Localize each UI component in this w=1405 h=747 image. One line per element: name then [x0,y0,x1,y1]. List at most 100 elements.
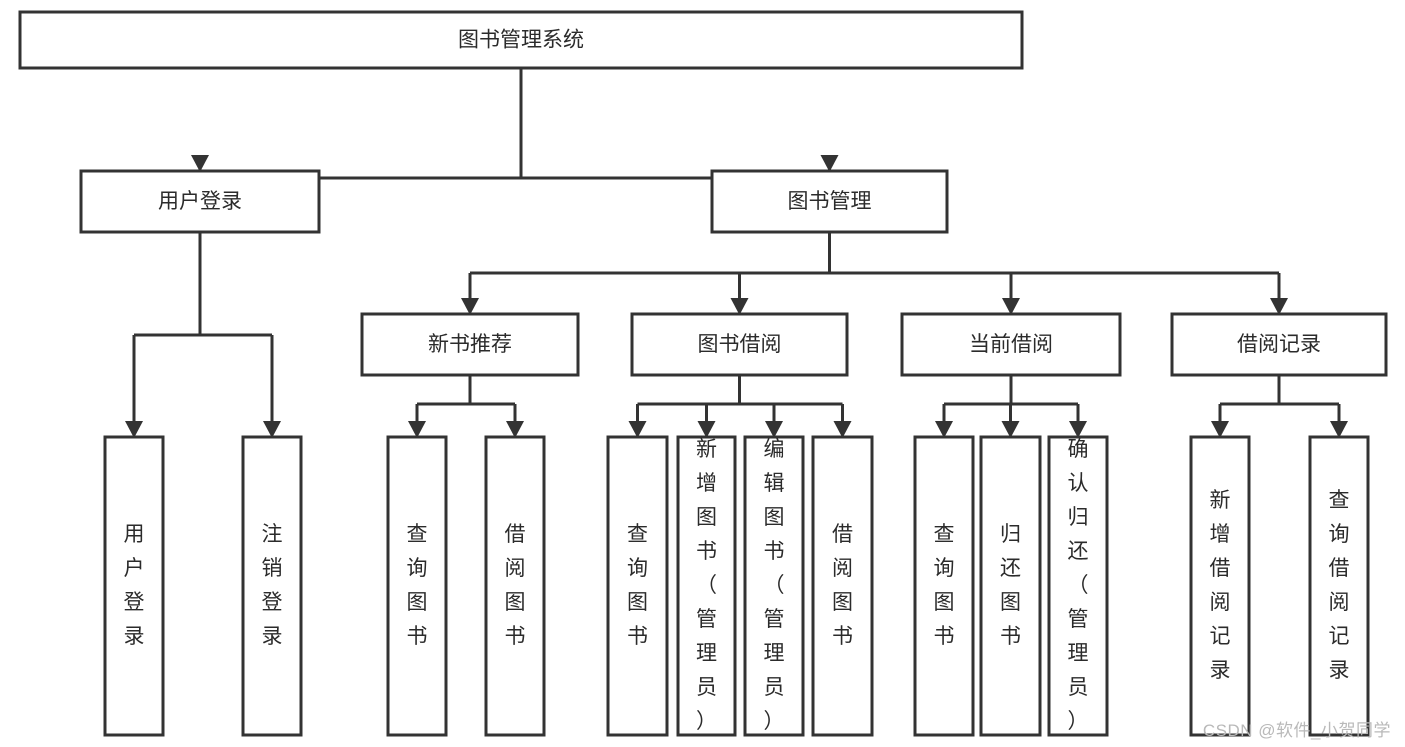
node-label-char: 确 [1068,438,1089,461]
arrow-head-icon [833,421,852,438]
node-label-char: 录 [262,625,283,648]
node-label: 新书推荐 [428,333,512,356]
node-label: 图书管理 [788,190,872,213]
arrow-head-icon [1270,298,1288,315]
node-box [386,435,448,737]
node-label-char: 用 [124,523,145,546]
arrow-head-icon [461,298,479,315]
node-label-char: 阅 [832,557,853,580]
node-label-char: 登 [262,591,283,614]
node-label-char: 图 [934,591,955,614]
arrow-head-icon [1211,421,1229,438]
node-label-char: 借 [1329,557,1350,580]
node-leaf-user-login[interactable]: 用户登录 [103,435,165,737]
node-label-char: 书 [407,625,428,648]
node-label-char: 图 [1000,591,1021,614]
node-label-char: 询 [407,557,428,580]
node-label: 图书管理系统 [458,29,584,52]
node-label-char: 查 [934,523,955,546]
node-box [630,312,849,377]
arrow-head-icon [765,421,783,438]
node-label-char: 询 [627,557,648,580]
node-label-char: 还 [1068,540,1089,563]
node-label-char: 阅 [1329,591,1350,614]
node-box [913,435,975,737]
node-l3-new-book[interactable]: 新书推荐 [360,312,580,377]
node-box [360,312,580,377]
node-label-char: 图 [764,506,785,529]
node-label-char: （ [696,574,717,597]
node-box [900,312,1122,377]
arrow-head-icon [125,421,143,438]
node-label-char: 书 [696,540,717,563]
node-box [18,10,1024,70]
node-label-char: 记 [1329,625,1350,648]
node-label-char: 查 [407,523,428,546]
node-label-char: 书 [627,625,648,648]
node-box [79,169,321,234]
arrow-head-icon [697,421,716,438]
node-label-char: 管 [1068,608,1089,631]
node-box [1189,435,1251,737]
node-l3-record[interactable]: 借阅记录 [1170,312,1388,377]
node-label-char: 图 [832,591,853,614]
node-label-char: 管 [764,608,785,631]
node-label-char: 理 [1068,642,1089,665]
node-l2-user-login[interactable]: 用户登录 [79,169,321,234]
node-label: 借阅记录 [1237,333,1321,356]
watermark-text: CSDN @软件_小贺同学 [1202,721,1391,740]
node-label-char: 询 [1329,523,1350,546]
node-box [1047,435,1109,737]
node-label-char: 书 [832,625,853,648]
node-label-char: 图 [505,591,526,614]
node-label: 用户登录 [158,190,242,213]
node-label-char: 销 [262,557,283,580]
arrow-head-icon [191,155,209,172]
arrow-head-icon [820,155,839,172]
node-label-char: 员 [764,676,785,699]
arrow-head-icon [1069,421,1087,438]
node-l3-current[interactable]: 当前借阅 [900,312,1122,377]
node-label-char: 归 [1068,506,1089,529]
node-label-char: 书 [505,625,526,648]
node-label-char: 阅 [505,557,526,580]
node-label-char: 阅 [1210,591,1231,614]
node-l3-borrow[interactable]: 图书借阅 [630,312,849,377]
node-label-char: 图 [407,591,428,614]
node-label-char: （ [764,574,785,597]
node-box [743,435,805,737]
node-label-char: 询 [934,557,955,580]
node-label-char: 认 [1068,472,1089,495]
node-box [676,435,737,737]
node-label-char: 录 [124,625,145,648]
node-label-char: 图 [627,591,648,614]
node-label-char: 员 [696,676,717,699]
node-label-char: 管 [696,608,717,631]
node-label-char: ） [1068,710,1089,733]
node-l2-book-manage[interactable]: 图书管理 [710,169,949,234]
node-label-char: 还 [1000,557,1021,580]
node-label-char: 理 [696,642,717,665]
node-label-char: 增 [1210,523,1231,546]
node-label-char: 查 [627,523,648,546]
node-box [710,169,949,234]
node-label: 图书借阅 [698,333,782,356]
arrow-head-icon [628,421,647,438]
node-label-char: 录 [1329,659,1350,682]
node-root[interactable]: 图书管理系统 [18,10,1024,70]
node-box [103,435,165,737]
node-label-char: 书 [764,540,785,563]
node-label-char: 增 [696,472,717,495]
